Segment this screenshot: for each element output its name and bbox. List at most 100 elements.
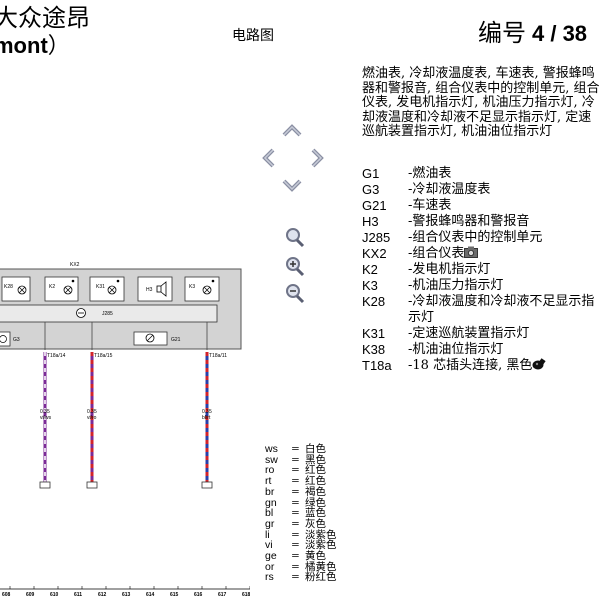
svg-text:T18a/15: T18a/15 [94,353,113,359]
component-description-text: -冷却液温度和冷却液不足显示指示灯 [408,294,595,325]
wire-vi-ro: T18a/15 0.35 vi/ro [86,352,113,489]
component-description: -组合仪表 [408,246,604,262]
component-description: -冷却液温度表 [408,182,604,198]
zoom-in-icon[interactable] [286,257,305,277]
component-row: KX2 -组合仪表 [362,246,604,262]
color-legend-abbr: ro [265,464,275,477]
color-legend-eq: = [291,464,300,477]
color-legend-row: or=橘黄色 [265,562,337,573]
component-description-text: -机油压力指示灯 [408,278,504,293]
gauge-g21: G21 [133,331,181,346]
component-description-text: -18 芯插头连接, 黑色 [408,358,533,373]
color-legend-name: 黑色 [305,453,326,466]
component-description-text: -冷却液温度表 [408,182,491,197]
magnifier-icon[interactable] [286,228,305,248]
svg-text:T18a/11: T18a/11 [209,353,227,359]
circuit-diagram: KX2 K28 K2 K31 H3 K3 [0,262,250,598]
color-legend-abbr: br [265,485,275,498]
component-code: G3 [362,182,380,197]
color-legend-row: rt=红色 [265,476,337,487]
component-row: K28-冷却液温度和冷却液不足显示指示灯 [362,294,604,326]
svg-text:vi/ro: vi/ro [87,415,97,421]
color-legend-name: 褐色 [305,485,326,498]
component-description: -发电机指示灯 [408,262,604,278]
component-description: -18 芯插头连接, 黑色 [408,358,604,374]
arrow-up-icon[interactable] [280,118,304,140]
page-label: 编号 [478,19,526,47]
color-legend-eq: = [291,539,300,552]
component-row: K2 -发电机指示灯 [362,262,604,278]
color-legend-name: 红色 [305,464,326,477]
component-description: -冷却液温度和冷却液不足显示指示灯 [408,294,604,326]
ruler-number: 612 [98,592,107,598]
component-code: K2 [362,262,378,277]
component-code: G1 [362,166,380,181]
component-description: -定速巡航装置指示灯 [408,326,604,342]
lamp-k28: K28 [1,276,31,302]
document-type-label: 电路图 [232,28,274,44]
color-legend-name: 灰色 [305,517,326,530]
color-legend-name: 黄色 [305,550,326,563]
color-legend-abbr: rs [265,571,274,584]
color-legend-eq: = [291,496,300,509]
arrow-right-icon[interactable] [306,146,328,172]
color-legend-abbr: gr [265,517,275,530]
gauge-g3: G3 [0,331,20,347]
module-label: KX2 [70,262,80,268]
lamp-k31: K31 [89,276,125,302]
svg-text:K2: K2 [49,284,55,290]
component-description-text: -定速巡航装置指示灯 [408,326,530,341]
component-description: -警报蜂鸣器和警报音 [408,214,604,230]
component-code: KX2 [362,246,387,261]
component-row: K38-机油油位指示灯 [362,342,604,358]
component-description: -组合仪表中的控制单元 [408,230,604,246]
color-legend-name: 橘黄色 [305,560,337,573]
connector-icon[interactable] [532,358,546,370]
zoom-out-icon[interactable] [286,284,305,304]
color-legend-row: rs = 粉红色 [265,572,337,583]
color-legend-eq: = [291,507,300,520]
color-legend-abbr: li [265,528,270,541]
arrow-left-icon[interactable] [258,146,280,172]
wire-bl-rt: T18a/11 0.35 bl/rt [201,352,227,489]
page-number: 4 / 38 [532,21,588,46]
svg-text:G3: G3 [13,337,20,343]
color-legend-abbr: sw [265,453,278,466]
color-legend-eq: = [291,517,300,530]
viewer-controls [258,118,328,304]
color-legend-row: vi=淡紫色 [265,540,337,551]
color-legend-abbr: gn [265,496,277,509]
arrow-down-icon[interactable] [280,176,304,198]
component-description: -车速表 [408,198,604,214]
svg-text:T18a/14: T18a/14 [47,353,66,359]
camera-icon[interactable] [464,246,479,258]
svg-text:J285: J285 [102,311,113,317]
color-legend-abbr: or [265,560,275,573]
svg-text:H3: H3 [146,287,153,293]
component-code: T18a [362,358,392,373]
svg-text:G21: G21 [171,337,181,343]
color-legend-row: ge=黄色 [265,551,337,562]
color-legend-row: ws=白色 [265,444,337,455]
svg-text:0.35: 0.35 [202,409,212,415]
color-legend-eq: = [291,571,300,584]
subtitle-paren: ） [47,34,70,59]
control-unit-j285: J285 [0,304,218,323]
component-description-text: -发电机指示灯 [408,262,491,277]
component-code: J285 [362,230,391,245]
component-row: G21-车速表 [362,198,604,214]
color-legend-row: br=褐色 [265,487,337,498]
document-subtitle: mont） [0,33,70,60]
ruler-number: 616 [194,592,203,598]
color-legend-name: 粉红色 [305,571,337,584]
ruler-number: 609 [26,592,35,598]
ruler-number: 615 [170,592,179,598]
color-legend-row: li=淡紫色 [265,528,337,541]
component-code: H3 [362,214,379,229]
color-legend-abbr: ws [265,443,278,455]
component-row: J285 -组合仪表中的控制单元 [362,230,604,246]
